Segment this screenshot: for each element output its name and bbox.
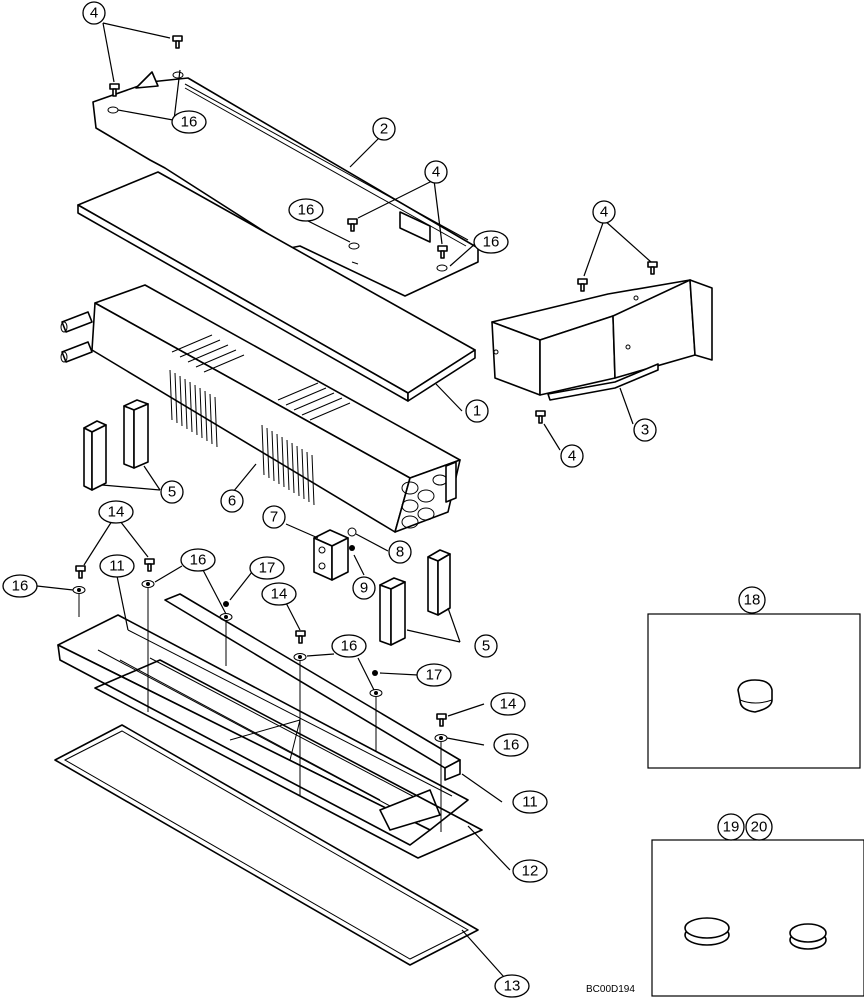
callout-2: 2 <box>372 117 396 141</box>
callout-label: 13 <box>504 978 521 995</box>
side-housing <box>491 279 713 401</box>
callout-label: 16 <box>483 234 500 251</box>
callout-13: 13 <box>494 974 530 998</box>
callout-label: 11 <box>522 794 538 811</box>
callout-label: 16 <box>298 202 315 219</box>
callout-5: 5 <box>160 480 184 504</box>
callout-label: 4 <box>568 448 576 465</box>
callout-5: 5 <box>474 634 498 658</box>
callout-label: 11 <box>109 558 125 575</box>
callout-9: 9 <box>352 576 376 600</box>
callout-16: 16 <box>2 574 38 598</box>
drain-pan <box>57 593 469 846</box>
callout-label: 14 <box>500 696 517 713</box>
callout-label: 14 <box>271 586 288 603</box>
callout-16: 16 <box>288 198 324 222</box>
callout-14: 14 <box>261 582 297 606</box>
callout-4: 4 <box>82 1 106 25</box>
callout-12: 12 <box>512 859 548 883</box>
callout-label: 16 <box>503 737 520 754</box>
callout-16: 16 <box>171 110 207 134</box>
o-ring <box>347 527 357 537</box>
callout-label: 4 <box>600 204 608 221</box>
callout-label: 5 <box>168 484 176 501</box>
callout-17: 17 <box>249 556 285 580</box>
callout-label: 9 <box>360 580 368 597</box>
callout-11: 11 <box>99 554 135 578</box>
assembly-lines <box>78 588 442 832</box>
callout-label: 16 <box>190 552 207 569</box>
callout-label: 8 <box>396 544 404 561</box>
callout-3: 3 <box>633 418 657 442</box>
callout-8: 8 <box>388 540 412 564</box>
foam-blocks-upper <box>83 399 149 491</box>
callout-20: 20 <box>745 813 773 841</box>
callout-label: 5 <box>482 638 490 655</box>
callout-label: 4 <box>432 164 440 181</box>
callout-16: 16 <box>493 733 529 757</box>
callout-label: 18 <box>744 592 761 609</box>
callout-label: 16 <box>12 578 29 595</box>
detail-box-18 <box>647 612 861 769</box>
callout-11: 11 <box>512 790 548 814</box>
foam-blocks-lower <box>379 549 451 646</box>
callout-14: 14 <box>98 500 134 524</box>
callout-4: 4 <box>560 444 584 468</box>
callout-label: 6 <box>228 493 236 510</box>
nut <box>223 601 229 607</box>
small-seal <box>349 545 355 551</box>
leader-lines <box>36 22 652 987</box>
callout-label: 14 <box>108 504 125 521</box>
callout-1: 1 <box>465 399 489 423</box>
nut <box>372 670 378 676</box>
callout-label: 3 <box>641 422 649 439</box>
callout-label: 12 <box>522 863 539 880</box>
callout-label: 4 <box>90 5 98 22</box>
evaporator-core <box>60 284 461 533</box>
callout-label: 20 <box>751 819 768 836</box>
callout-6: 6 <box>220 489 244 513</box>
callout-label: 19 <box>723 819 740 836</box>
callout-7: 7 <box>262 505 286 529</box>
callout-16: 16 <box>473 230 509 254</box>
callout-17: 17 <box>416 663 452 687</box>
callout-16: 16 <box>331 634 367 658</box>
callout-16: 16 <box>180 548 216 572</box>
gasket-frame <box>54 724 479 966</box>
callout-label: 1 <box>473 403 481 420</box>
callout-label: 17 <box>426 667 443 684</box>
callout-4: 4 <box>424 160 448 184</box>
callout-label: 17 <box>259 560 276 577</box>
callout-4: 4 <box>592 200 616 224</box>
callout-label: 16 <box>341 638 358 655</box>
filter-panel <box>77 171 476 402</box>
callout-19: 19 <box>717 813 745 841</box>
callout-label: 2 <box>380 121 388 138</box>
drawing-code: BC00D194 <box>586 984 635 995</box>
detail-box-19-20 <box>651 839 864 997</box>
callout-18: 18 <box>738 586 766 614</box>
callout-14: 14 <box>490 692 526 716</box>
screw-fasteners <box>75 35 658 727</box>
callout-label: 7 <box>270 509 278 526</box>
expansion-valve <box>313 529 349 581</box>
callout-label: 16 <box>181 114 198 131</box>
